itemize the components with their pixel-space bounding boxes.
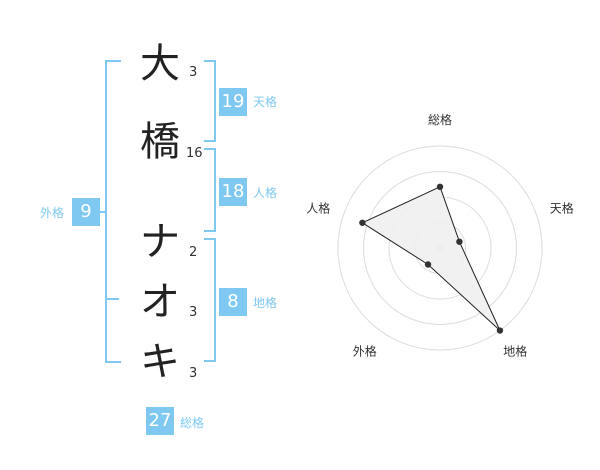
gaikaku-connector [97, 211, 105, 213]
chikaku-value: 8 [219, 288, 247, 316]
radar-axis-label-2: 地格 [503, 344, 527, 359]
stroke-count-3: 2 [189, 245, 198, 260]
radar-point-4 [359, 219, 366, 226]
tenkaku-label: 天格 [253, 95, 278, 109]
name-char-5: キ [140, 339, 180, 385]
radar-ring-4 [337, 145, 543, 351]
gaikaku-label: 外格 [40, 206, 65, 220]
stroke-count-2: 16 [186, 146, 203, 161]
radar-series-polygon [361, 186, 501, 331]
radar-axis-label-0: 総格 [428, 112, 452, 127]
name-char-2: 橋 [140, 119, 180, 165]
radar-axis-label-4: 人格 [306, 200, 330, 215]
jinkaku-bracket [204, 148, 216, 232]
jinkaku-label: 人格 [253, 186, 278, 200]
gaikaku-bracket [105, 60, 121, 363]
chikaku-bracket [204, 238, 216, 362]
radar-point-1 [456, 238, 463, 245]
name-char-3: ナ [140, 219, 180, 265]
stroke-count-5: 3 [189, 366, 198, 381]
gaikaku-bracket-divider [105, 298, 119, 300]
chikaku-label: 地格 [253, 296, 278, 310]
name-char-4: オ [140, 279, 180, 325]
gaikaku-value: 9 [72, 198, 100, 226]
radar-point-3 [424, 261, 432, 268]
jinkaku-value: 18 [219, 178, 247, 206]
radar-axis-label-1: 天格 [550, 200, 574, 215]
tenkaku-value: 19 [219, 88, 247, 116]
stroke-count-1: 3 [189, 65, 198, 80]
radar-ring-3 [363, 171, 517, 325]
radar-chart: 総格天格地格 外格 人格 [300, 110, 590, 370]
soukaku-value: 27 [146, 407, 174, 435]
radar-point-2 [496, 327, 504, 334]
soukaku-label: 総格 [180, 416, 205, 430]
radar-axis-label-3: 外格 [353, 344, 377, 359]
stroke-count-4: 3 [189, 305, 198, 320]
radar-point-0 [436, 183, 444, 190]
tenkaku-bracket [204, 60, 216, 142]
name-char-1: 大 [140, 41, 180, 87]
